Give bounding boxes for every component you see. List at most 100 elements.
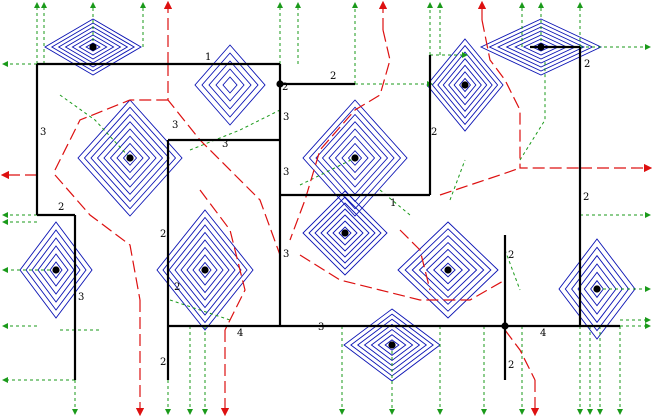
contour-ring [31,237,81,303]
contour-ring [116,142,144,174]
wall-length-label: 3 [283,112,289,123]
contour-ring [77,99,183,217]
contour-ring [302,99,408,217]
contour-ring [442,58,488,112]
node-marker [276,80,284,88]
contour-ring [50,22,136,72]
contour-ring [332,220,358,246]
wall-layer [35,45,620,380]
wall-length-label: 2 [584,59,590,70]
flow-path-secondary [289,29,391,241]
node-marker [126,154,134,162]
contour-ring [43,253,69,287]
wall-length-label: 2 [160,357,166,368]
wall-length-label: 1 [390,198,396,209]
contour-ring [78,38,108,56]
contour-ring [514,34,568,60]
contour-ring [192,254,218,286]
contour-ring [453,71,477,99]
contour-ring [425,248,471,292]
flow-path [59,94,131,159]
contour-ring [397,221,499,319]
contour-ring [590,279,604,299]
node-layer [52,43,601,349]
contour-ring [479,18,603,76]
contour-ring [411,235,485,305]
flow-path [299,157,356,186]
contour-ring [90,113,170,203]
contour-ring [433,255,463,285]
node-marker [501,322,509,330]
contour-ring [341,142,369,174]
node-marker [52,266,60,274]
contour-ring [44,18,142,76]
contour-ring [384,339,400,351]
node-marker [351,154,359,162]
flow-path-secondary [504,329,536,381]
contour-ring [370,329,414,361]
node-marker [341,229,349,237]
contour-ring [426,38,504,132]
wall-length-label: 2 [58,202,64,213]
wall-length-label: 3 [78,292,84,303]
contour-ring [122,150,138,166]
flow-path-secondary [54,174,141,301]
node-marker [593,285,601,293]
flow-path-secondary [167,64,281,256]
flow-path-secondary [399,229,431,291]
contour-ring [326,214,364,252]
wall-length-label: 2 [431,127,437,138]
contour-ring [488,22,594,72]
contour-ring [174,231,236,309]
contour-ring [162,216,248,324]
contour-ring [558,238,636,340]
contour-ring [83,106,177,210]
contour-ring [440,262,456,278]
wall-length-label: 2 [330,71,336,82]
contour-ring [180,239,230,301]
wall-length-label: 4 [237,328,243,339]
wall-length-label: 4 [540,328,546,339]
flow-path-secondary [299,254,506,301]
flow-path-secondary [199,189,246,331]
contour-ring [418,241,478,299]
contour-ring [377,334,407,356]
wall-length-label: 3 [283,167,289,178]
contour-ring [49,261,63,279]
wall-length-label: 2 [583,192,589,203]
wall-length-label: 1 [205,52,211,63]
contour-ring [328,128,382,188]
flow-path-secondary [54,99,168,171]
wall-length-label: 2 [508,360,514,371]
node-marker [537,43,545,51]
contour-ring [156,209,254,331]
contour-ring [37,245,75,295]
node-marker [89,43,97,51]
contour-ring [57,26,129,68]
contour-ring [437,51,493,119]
wall-length-label: 3 [222,139,228,150]
contour-ring [583,271,611,307]
contour-ring [168,224,242,316]
contour-ring [19,221,93,319]
wall-length-label: 2 [160,229,166,240]
wall-length-label: 2 [508,250,514,261]
wall-length-label: 3 [40,127,46,138]
contour-ring [431,44,499,126]
node-marker [461,81,469,89]
wall-length-label: 2 [174,282,180,293]
contour-ring [103,128,157,188]
flow-path [449,159,466,201]
contour-ring [302,190,388,276]
wall-length-label: 3 [283,249,289,260]
contour-ring [198,261,212,279]
contour-ring [208,60,252,110]
contour-ring [186,246,224,294]
contour-ring [201,52,259,118]
contour-ring [215,68,245,102]
contour-ring [404,228,492,312]
flow-path [169,299,231,321]
contour-ring [522,38,560,56]
